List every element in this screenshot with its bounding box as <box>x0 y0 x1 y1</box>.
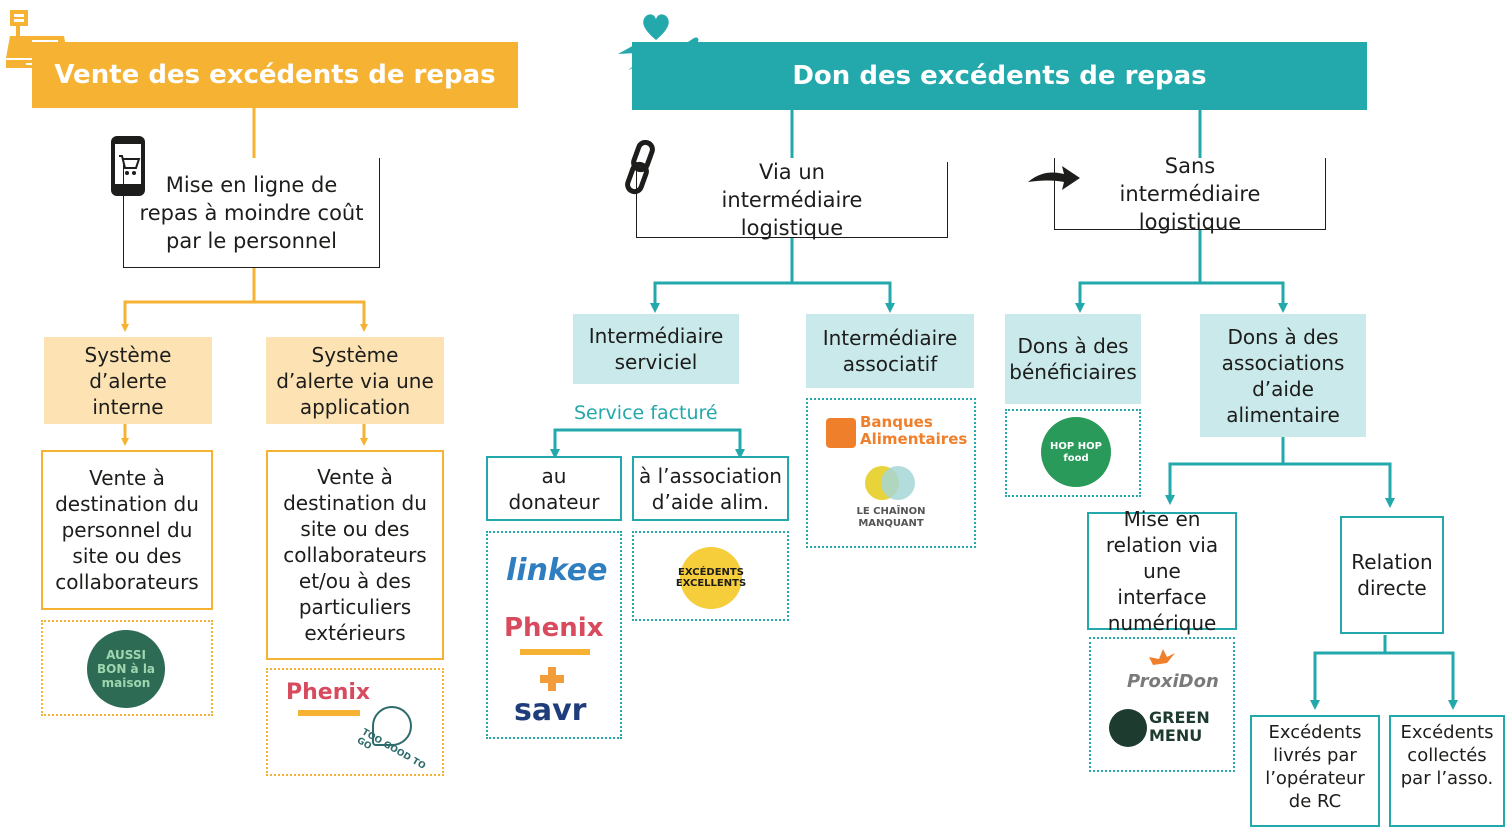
savr-plus-icon <box>540 667 564 691</box>
dons-beneficiaires: Dons à des bénéficiaires <box>1005 314 1141 404</box>
sans-intermediaire-box: Sans intermédiaire logistique <box>1054 154 1326 234</box>
phenix-underline <box>298 710 360 716</box>
excedents-logo <box>680 547 742 609</box>
green-menu-icon <box>1109 709 1147 747</box>
intermediaire-associatif: Intermédiaire associatif <box>806 314 974 388</box>
mise-en-relation-box: Mise en relation via une interface numér… <box>1087 507 1237 635</box>
proxidon-logo: ProxiDon <box>1127 671 1219 692</box>
phenix-logo: Phenix <box>286 680 371 705</box>
systeme-alerte-application: Système d’alerte via une application <box>266 337 444 424</box>
vente-personnel-box: Vente à destination du personnel du site… <box>41 450 213 610</box>
excedents-label: EXCÉDENTS EXCELLENTS <box>675 567 747 589</box>
logos-interne-panel: AUSSI BON à la maison <box>41 620 213 716</box>
logos-beneficiaires-panel: HOP HOP food <box>1005 409 1141 497</box>
intermediaire-serviciel: Intermédiaire serviciel <box>573 314 739 384</box>
mise-en-ligne-box: Mise en ligne de repas à moindre coût pa… <box>123 158 380 268</box>
don-header: Don des excédents de repas <box>632 42 1367 110</box>
service-facture-label: Service facturé <box>574 402 718 424</box>
a-association-box: à l’association d’aide alim. <box>632 456 789 521</box>
systeme-alerte-interne: Système d’alerte interne <box>44 337 212 424</box>
logos-association-panel: EXCÉDENTS EXCELLENTS <box>632 531 789 621</box>
logos-app-panel: Phenix TOO GOOD TO GO <box>266 668 444 776</box>
chainon-manquant-icon <box>864 464 916 502</box>
phenix-logo: Phenix <box>504 613 604 643</box>
phenix-underline <box>520 649 590 655</box>
logos-donateur-panel: linkee Phenix savr <box>486 531 622 739</box>
banques-alimentaires-icon <box>826 418 856 448</box>
logos-relation-panel: ProxiDon GREEN MENU <box>1089 637 1235 772</box>
excedents-collectes-box: Excédents collectés par l’asso. <box>1389 715 1505 827</box>
aussi-bon-logo <box>87 630 165 708</box>
vente-header: Vente des excédents de repas <box>32 42 518 108</box>
proxidon-bird-icon <box>1149 649 1175 667</box>
savr-logo: savr <box>514 693 587 728</box>
banques-alimentaires-logo: Banques Alimentaires <box>860 413 968 448</box>
via-intermediaire-box: Via un intermédiaire logistique <box>636 160 948 240</box>
linkee-logo: linkee <box>506 553 608 588</box>
chain-link-icon <box>622 139 662 196</box>
smartphone-icon <box>108 134 148 198</box>
logos-associatif-panel: Banques Alimentaires LE CHAÎNON MANQUANT <box>806 398 976 548</box>
aussi-bon-label: AUSSI BON à la maison <box>96 648 156 690</box>
vente-exterieurs-box: Vente à destination du site ou des colla… <box>266 450 444 660</box>
hophop-logo <box>1041 417 1111 487</box>
excedents-livres-box: Excédents livrés par l’opérateur de RC <box>1250 715 1380 827</box>
dons-associations: Dons à des associations d’aide alimentai… <box>1200 314 1366 437</box>
green-menu-logo: GREEN MENU <box>1149 708 1210 745</box>
chainon-manquant-logo: LE CHAÎNON MANQUANT <box>856 506 926 529</box>
hophop-label: HOP HOP food <box>1050 441 1102 464</box>
au-donateur-box: au donateur <box>486 456 622 521</box>
too-good-to-go-icon <box>372 706 412 746</box>
relation-directe-box: Relation directe <box>1340 516 1444 634</box>
